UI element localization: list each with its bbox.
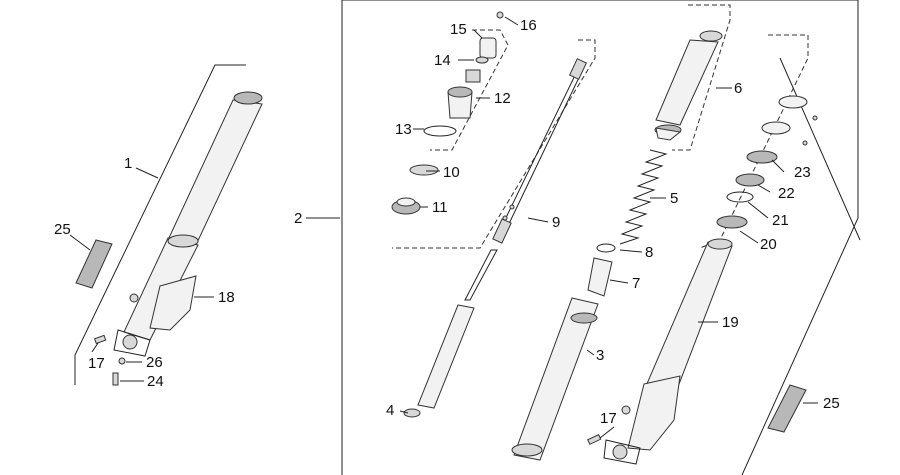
outer-slider-assembly xyxy=(587,57,861,465)
spring-coils xyxy=(619,149,668,245)
callout-6: 6 xyxy=(734,80,742,97)
callout-7: 7 xyxy=(632,275,640,292)
leader-lines xyxy=(69,16,818,439)
callout-13: 13 xyxy=(395,121,412,138)
callout-10: 10 xyxy=(443,164,460,181)
callout-25-left: 25 xyxy=(54,221,71,238)
callout-3: 3 xyxy=(596,347,604,364)
callout-26: 26 xyxy=(146,354,163,371)
callout-17-right: 17 xyxy=(600,410,617,427)
protector-right xyxy=(767,384,807,433)
fork-leg-assembly xyxy=(74,64,263,386)
cap-stack xyxy=(391,11,504,215)
callout-21: 21 xyxy=(772,212,789,229)
callout-1: 1 xyxy=(124,155,132,172)
callout-4: 4 xyxy=(386,402,394,419)
callout-8: 8 xyxy=(645,244,653,261)
callout-18: 18 xyxy=(218,289,235,306)
callout-25-right: 25 xyxy=(823,395,840,412)
damper-rod xyxy=(403,58,587,418)
callout-17-left: 17 xyxy=(88,355,105,372)
callout-14: 14 xyxy=(434,52,451,69)
callout-5: 5 xyxy=(670,190,678,207)
callout-22: 22 xyxy=(778,185,795,202)
callout-23: 23 xyxy=(794,164,811,181)
callout-labels: 1 2 3 4 5 6 7 8 9 10 11 12 13 14 15 16 1… xyxy=(54,17,840,427)
spring-and-tube xyxy=(511,30,723,461)
callout-15: 15 xyxy=(450,21,467,38)
callout-2: 2 xyxy=(294,210,302,227)
callout-11: 11 xyxy=(432,199,448,216)
callout-19: 19 xyxy=(722,314,739,331)
protector-left xyxy=(75,239,113,289)
callout-9: 9 xyxy=(552,214,560,231)
callout-16: 16 xyxy=(520,17,537,34)
callout-24: 24 xyxy=(147,373,164,390)
exploded-box-2 xyxy=(341,0,859,475)
cap-group-frame xyxy=(392,4,809,249)
callout-12: 12 xyxy=(494,90,511,107)
callout-20: 20 xyxy=(760,236,777,253)
